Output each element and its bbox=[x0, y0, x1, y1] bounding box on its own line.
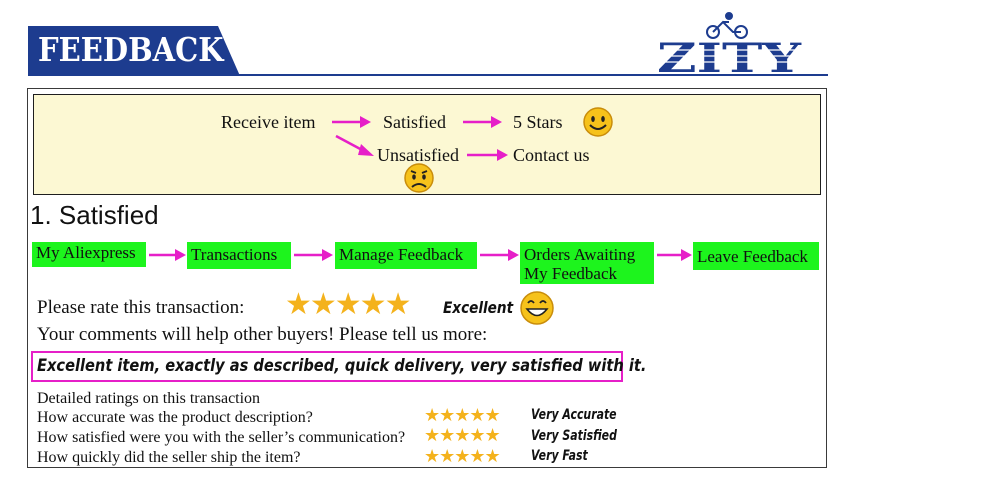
step-manage-feedback: Manage Feedback bbox=[335, 242, 477, 269]
flow-unsatisfied: Unsatisfied bbox=[377, 145, 459, 165]
arrow-right-icon bbox=[657, 249, 692, 261]
detail-rating-word: Very Fast bbox=[531, 448, 588, 464]
arrow-down-right-icon bbox=[335, 134, 374, 156]
star-rating[interactable]: ★★★★★ bbox=[285, 288, 411, 321]
step-transactions: Transactions bbox=[187, 242, 291, 269]
cyclist-icon bbox=[706, 12, 748, 39]
detail-heading: Detailed ratings on this transaction bbox=[37, 390, 261, 407]
detail-stars[interactable]: ★★★★★ bbox=[424, 425, 501, 445]
arrow-right-icon bbox=[332, 116, 371, 128]
step-label: Manage Feedback bbox=[339, 245, 464, 264]
step-orders-awaiting: Orders Awaiting My Feedback bbox=[520, 242, 654, 284]
flow-contact-us: Contact us bbox=[513, 145, 590, 165]
detail-question: How quickly did the seller ship the item… bbox=[37, 449, 301, 466]
grinning-face-icon bbox=[520, 291, 554, 325]
step-label: My Feedback bbox=[524, 264, 618, 283]
detail-question: How accurate was the product description… bbox=[37, 409, 313, 426]
arrow-right-icon bbox=[149, 249, 186, 261]
brand-logo: ZITY bbox=[655, 12, 805, 74]
detail-stars[interactable]: ★★★★★ bbox=[424, 405, 501, 425]
header-rule bbox=[28, 74, 828, 76]
step-label: Orders Awaiting bbox=[524, 245, 636, 264]
happy-face-icon bbox=[583, 107, 613, 137]
detail-stars[interactable]: ★★★★★ bbox=[424, 446, 501, 466]
arrow-right-icon bbox=[480, 249, 519, 261]
flow-five-stars: 5 Stars bbox=[513, 112, 563, 132]
arrow-right-icon bbox=[467, 149, 508, 161]
step-label: Leave Feedback bbox=[697, 247, 808, 266]
step-label: My Aliexpress bbox=[36, 243, 136, 262]
page-title: FEEDBACK bbox=[38, 30, 224, 69]
sad-face-icon bbox=[404, 163, 434, 193]
comment-box[interactable] bbox=[31, 351, 623, 382]
flow-satisfied: Satisfied bbox=[383, 112, 446, 132]
rate-label: Please rate this transaction: bbox=[37, 297, 245, 318]
arrow-right-icon bbox=[463, 116, 502, 128]
step-my-aliexpress: My Aliexpress bbox=[32, 242, 146, 267]
detail-question: How satisfied were you with the seller’s… bbox=[37, 429, 406, 446]
section-title: 1. Satisfied bbox=[30, 200, 159, 230]
header-tab bbox=[28, 26, 240, 76]
comment-text: Excellent item, exactly as described, qu… bbox=[37, 356, 647, 376]
step-leave-feedback: Leave Feedback bbox=[693, 242, 819, 270]
comment-prompt: Your comments will help other buyers! Pl… bbox=[37, 324, 488, 345]
rating-word: Excellent bbox=[443, 298, 514, 317]
logo-text: ZITY bbox=[657, 35, 802, 74]
step-label: Transactions bbox=[191, 245, 278, 264]
flow-receive-item: Receive item bbox=[221, 112, 316, 132]
detail-rating-word: Very Satisfied bbox=[531, 428, 617, 444]
detail-rating-word: Very Accurate bbox=[531, 407, 617, 423]
arrow-right-icon bbox=[294, 249, 333, 261]
